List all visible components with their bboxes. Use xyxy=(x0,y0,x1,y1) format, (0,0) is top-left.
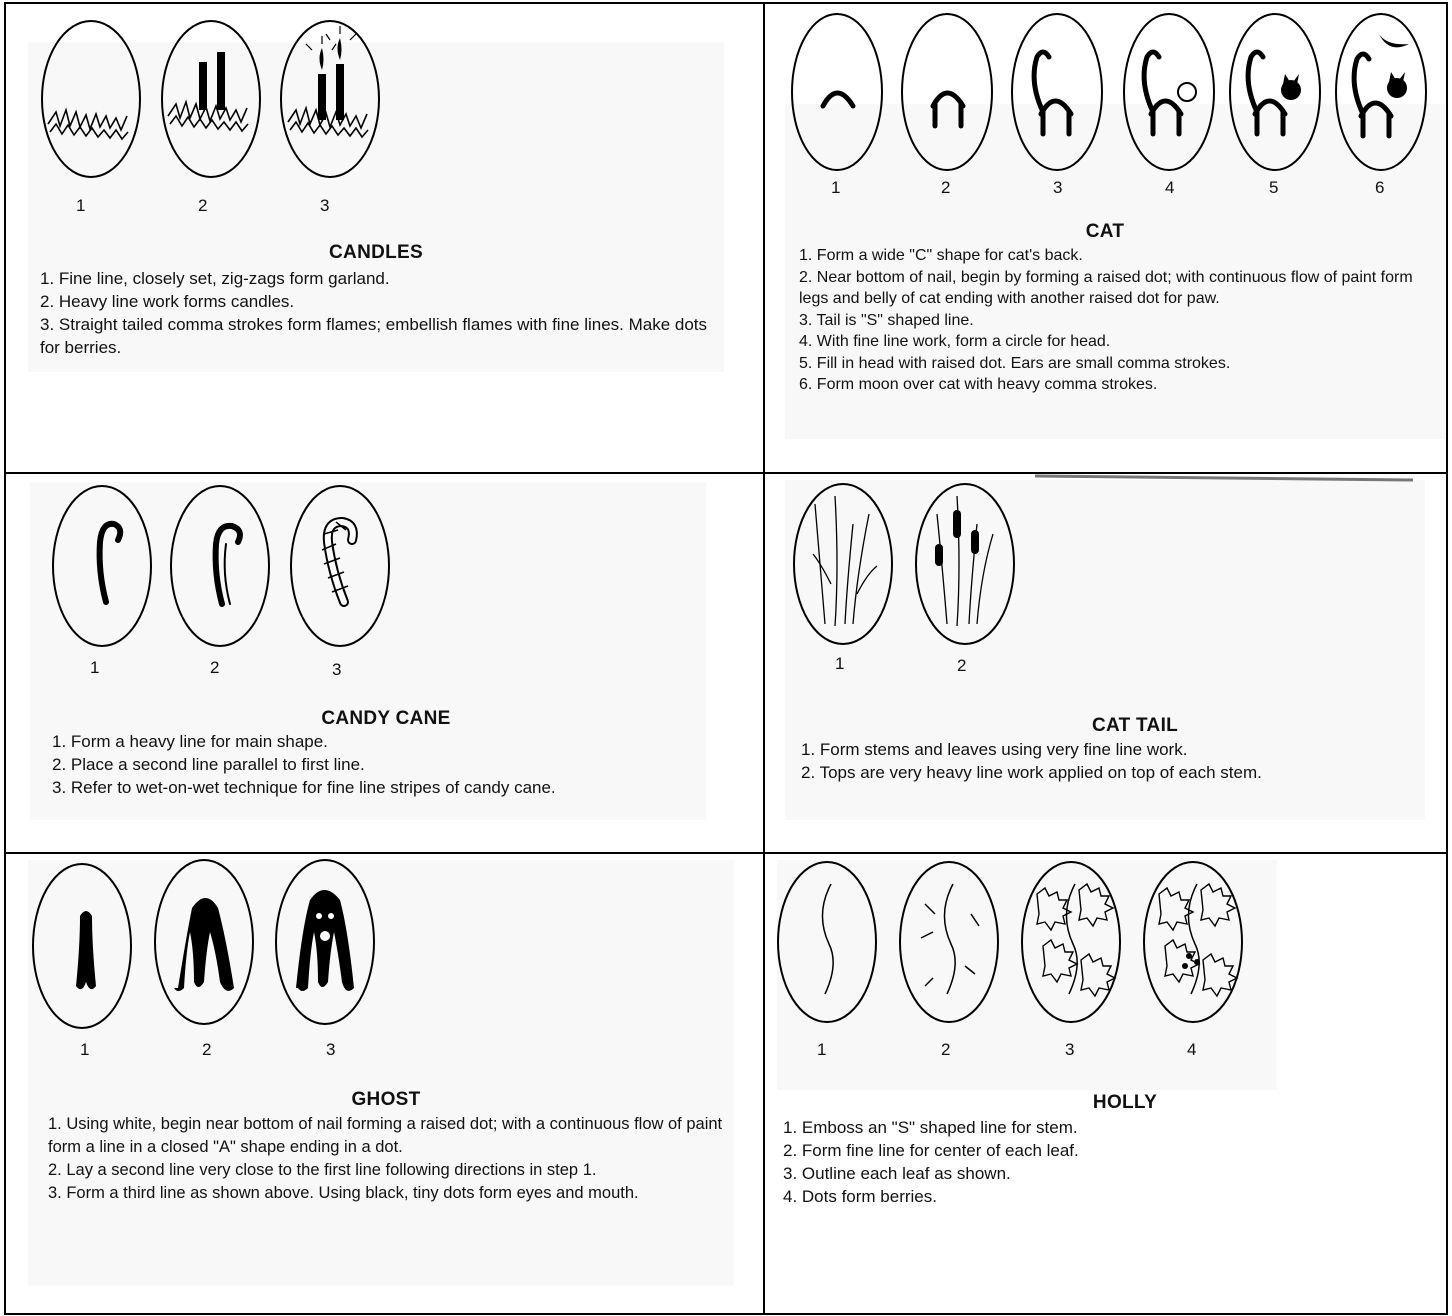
cat-step-number-5: 5 xyxy=(1269,178,1278,198)
candy-cane-nail-3 xyxy=(291,486,389,646)
candles-illustrations xyxy=(6,4,763,474)
cat-nail-4 xyxy=(1124,14,1214,170)
cat-step-6: 6. Form moon over cat with heavy comma s… xyxy=(799,374,1419,396)
cat-step-4: 4. With fine line work, form a circle fo… xyxy=(799,331,1419,353)
holly-step-2: 2. Form fine line for center of each lea… xyxy=(783,1139,1283,1162)
holly-leaves xyxy=(1037,884,1237,996)
candy-cane-step-3: 3. Refer to wet-on-wet technique for fin… xyxy=(52,776,712,799)
candle-shapes xyxy=(199,38,344,120)
cat-card: 1 2 3 4 5 6 CAT 1. Form a wide "C" shape… xyxy=(765,4,1446,474)
candy-cane-step-number-2: 2 xyxy=(210,658,219,678)
holly-stems xyxy=(822,884,1199,994)
cat-step-number-1: 1 xyxy=(831,178,840,198)
cat-step-number-6: 6 xyxy=(1375,178,1384,198)
ghost-step-2: 2. Lay a second line very close to the f… xyxy=(48,1159,728,1182)
cat-tail-nail-2 xyxy=(916,484,1014,644)
candles-nail-3 xyxy=(281,21,379,177)
holly-nail-1 xyxy=(778,862,876,1022)
candles-step-2: 2. Heavy line work forms candles. xyxy=(40,290,730,313)
candles-nail-1 xyxy=(42,21,140,177)
cat-step-3: 3. Tail is "S" shaped line. xyxy=(799,310,1419,332)
candles-step-number-1: 1 xyxy=(76,196,85,216)
cat-step-5: 5. Fill in head with raised dot. Ears ar… xyxy=(799,353,1419,375)
candles-step-number-3: 3 xyxy=(320,196,329,216)
cat-step-number-2: 2 xyxy=(941,178,950,198)
holly-nail-2 xyxy=(900,862,998,1022)
cat-tail-card: 1 2 CAT TAIL 1. Form stems and leaves us… xyxy=(765,474,1446,854)
holly-step-number-4: 4 xyxy=(1187,1040,1196,1060)
cat-tail-nail-1 xyxy=(794,484,892,644)
holly-step-4: 4. Dots form berries. xyxy=(783,1185,1283,1208)
candy-cane-title: CANDY CANE xyxy=(296,708,476,730)
candles-step-number-2: 2 xyxy=(198,196,207,216)
ghost-steps: 1. Using white, begin near bottom of nai… xyxy=(48,1113,728,1205)
ghost-step-number-2: 2 xyxy=(202,1040,211,1060)
candles-nail-2 xyxy=(162,21,260,177)
holly-step-number-3: 3 xyxy=(1065,1040,1074,1060)
cat-tail-step-number-2: 2 xyxy=(957,656,966,676)
candy-cane-step-2: 2. Place a second line parallel to first… xyxy=(52,753,712,776)
cat-title: CAT xyxy=(1005,221,1205,243)
ghost-step-3: 3. Form a third line as shown above. Usi… xyxy=(48,1182,728,1205)
cat-tail-steps: 1. Form stems and leaves using very fine… xyxy=(801,738,1441,784)
nail-art-instruction-sheet: 1 2 3 CANDLES 1. Fine line, closely set,… xyxy=(4,2,1448,1315)
candy-cane-step-1: 1. Form a heavy line for main shape. xyxy=(52,730,712,753)
cat-step-2: 2. Near bottom of nail, begin by forming… xyxy=(799,267,1419,310)
cat-step-number-4: 4 xyxy=(1165,178,1174,198)
candles-steps: 1. Fine line, closely set, zig-zags form… xyxy=(40,267,730,359)
holly-step-1: 1. Emboss an "S" shaped line for stem. xyxy=(783,1116,1283,1139)
candy-cane-steps: 1. Form a heavy line for main shape. 2. … xyxy=(52,730,712,799)
cat-tail-step-2: 2. Tops are very heavy line work applied… xyxy=(801,761,1441,784)
holly-nail-3 xyxy=(1022,862,1120,1022)
candy-cane-step-number-1: 1 xyxy=(90,658,99,678)
ghost-illustrations xyxy=(6,854,763,1313)
cat-shapes xyxy=(823,52,1391,136)
cat-tail-title: CAT TAIL xyxy=(1045,715,1225,737)
candy-cane-step-number-3: 3 xyxy=(332,660,341,680)
holly-step-number-2: 2 xyxy=(941,1040,950,1060)
flame-rays xyxy=(306,26,356,50)
cat-step-1: 1. Form a wide "C" shape for cat's back. xyxy=(799,245,1419,267)
holly-title: HOLLY xyxy=(1035,1092,1215,1114)
candles-step-1: 1. Fine line, closely set, zig-zags form… xyxy=(40,267,730,290)
holly-step-number-1: 1 xyxy=(817,1040,826,1060)
holly-step-3: 3. Outline each leaf as shown. xyxy=(783,1162,1283,1185)
candy-cane-card: 1 2 3 CANDY CANE 1. Form a heavy line fo… xyxy=(6,474,765,854)
cat-nail-5 xyxy=(1230,14,1320,170)
ghost-step-number-3: 3 xyxy=(326,1040,335,1060)
cat-steps: 1. Form a wide "C" shape for cat's back.… xyxy=(799,245,1419,396)
cat-tail-step-1: 1. Form stems and leaves using very fine… xyxy=(801,738,1441,761)
cat-nail-3 xyxy=(1012,14,1102,170)
ghost-step-1: 1. Using white, begin near bottom of nai… xyxy=(48,1113,728,1159)
ghost-shapes xyxy=(76,890,354,991)
candles-title: CANDLES xyxy=(276,242,476,264)
cat-step-number-3: 3 xyxy=(1053,178,1062,198)
cat-tail-step-number-1: 1 xyxy=(835,654,844,674)
holly-nail-4 xyxy=(1144,862,1242,1022)
holly-card: 1 2 3 4 HOLLY 1. Emboss an "S" shaped li… xyxy=(765,854,1446,1313)
cat-tail-stems xyxy=(813,496,993,626)
ghost-card: 1 2 3 GHOST 1. Using white, begin near b… xyxy=(6,854,765,1313)
holly-steps: 1. Emboss an "S" shaped line for stem. 2… xyxy=(783,1116,1283,1208)
ghost-title: GHOST xyxy=(296,1089,476,1111)
ghost-step-number-1: 1 xyxy=(80,1040,89,1060)
cat-tail-tops xyxy=(935,510,979,566)
candy-cane-nail-2 xyxy=(171,486,269,646)
holly-illustrations xyxy=(765,854,1446,1313)
holly-berries xyxy=(1182,953,1200,969)
candles-card: 1 2 3 CANDLES 1. Fine line, closely set,… xyxy=(6,4,765,474)
candles-step-3: 3. Straight tailed comma strokes form fl… xyxy=(40,313,730,359)
cat-tail-illustrations xyxy=(765,474,1446,854)
